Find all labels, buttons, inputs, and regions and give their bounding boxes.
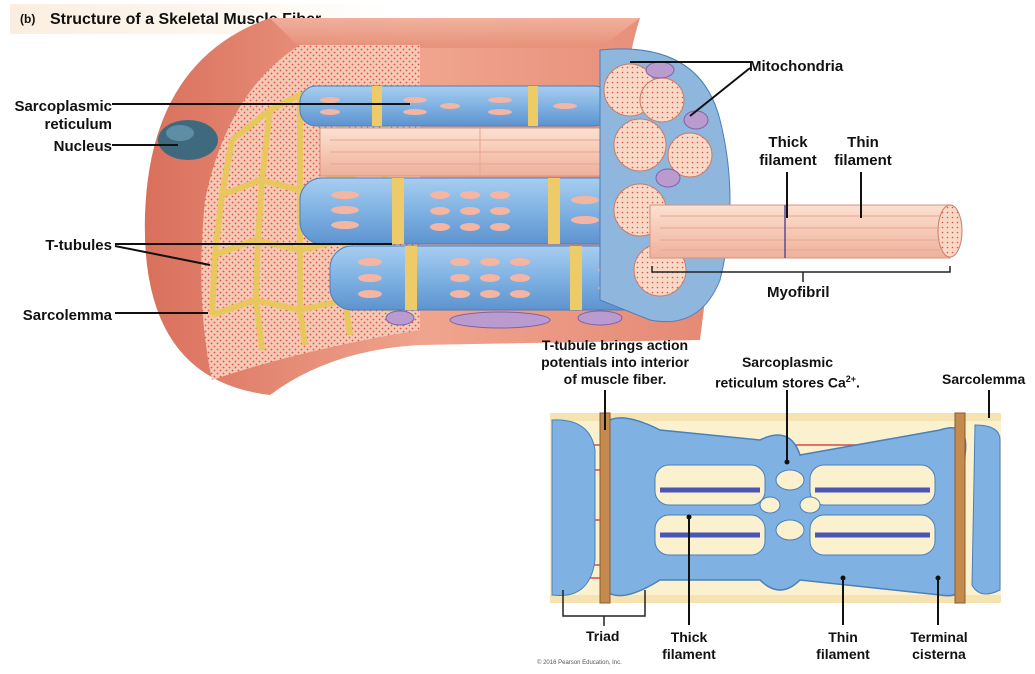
myofibril-bracket: [651, 266, 951, 273]
label-triad: Triad: [586, 628, 620, 644]
t-tubule-band-1: [372, 86, 382, 126]
t-tubule-band-6: [570, 246, 582, 310]
sr-tube-row-3-pores: [331, 191, 599, 231]
label-thin-filament-top: Thin filament: [834, 134, 892, 169]
figure-tag: (b): [20, 12, 36, 26]
label-thin-filament-detail: Thin filament: [816, 629, 870, 662]
label-terminal-cisterna: Terminal cisterna: [910, 629, 968, 662]
label-sarcoplasmic-reticulum: Sarcoplasmic reticulum: [14, 98, 112, 133]
label-thick-filament-detail: Thick filament: [662, 629, 716, 662]
myofibril-striations: [660, 215, 940, 251]
label-t-tubules: T-tubules: [45, 237, 112, 254]
t-tubule-band-4: [548, 178, 560, 244]
note-sr-prefix: Sarcoplasmic reticulum stores Ca: [715, 354, 846, 391]
label-mitochondria: Mitochondria: [749, 58, 844, 75]
sr-tube-row-1-pores: [320, 97, 577, 115]
label-sarcolemma-left: Sarcolemma: [22, 307, 112, 324]
mitochondrion-2: [449, 311, 551, 329]
label-nucleus: Nucleus: [53, 138, 112, 155]
nucleus-shape: [158, 120, 218, 160]
leader-lines-detail: [604, 390, 990, 625]
note-sarcoplasmic-reticulum: Sarcoplasmic reticulum stores Ca2+.: [700, 354, 875, 392]
detail-panel: [550, 412, 1001, 626]
fiber-top-surface: [270, 18, 640, 48]
mitochondrion-1: [385, 310, 415, 326]
note-sr-suffix: .: [856, 374, 860, 391]
figure-title-text: Structure of a Skeletal Muscle Fiber: [50, 11, 322, 28]
mitochondrion-3: [577, 310, 623, 326]
myofibril-end-cap: [937, 204, 963, 258]
label-thick-filament-top: Thick filament: [759, 134, 817, 169]
leader-lines-top: [112, 61, 862, 314]
note-t-tubule: T-tubule brings action potentials into i…: [541, 337, 689, 387]
t-tubule-band-3: [392, 178, 404, 244]
t-tubule-band-2: [528, 86, 538, 126]
label-myofibril: Myofibril: [767, 284, 830, 301]
myofibril-row-2-striations: [330, 128, 640, 176]
t-tubule-band-5: [405, 246, 417, 310]
label-sarcolemma-detail: Sarcolemma: [942, 371, 1026, 387]
copyright-notice: © 2016 Pearson Education, Inc.: [537, 660, 622, 666]
nucleus-highlight: [166, 125, 194, 141]
note-sr-superscript: 2+: [845, 374, 857, 384]
myofibril-ends-cluster: [599, 48, 731, 323]
